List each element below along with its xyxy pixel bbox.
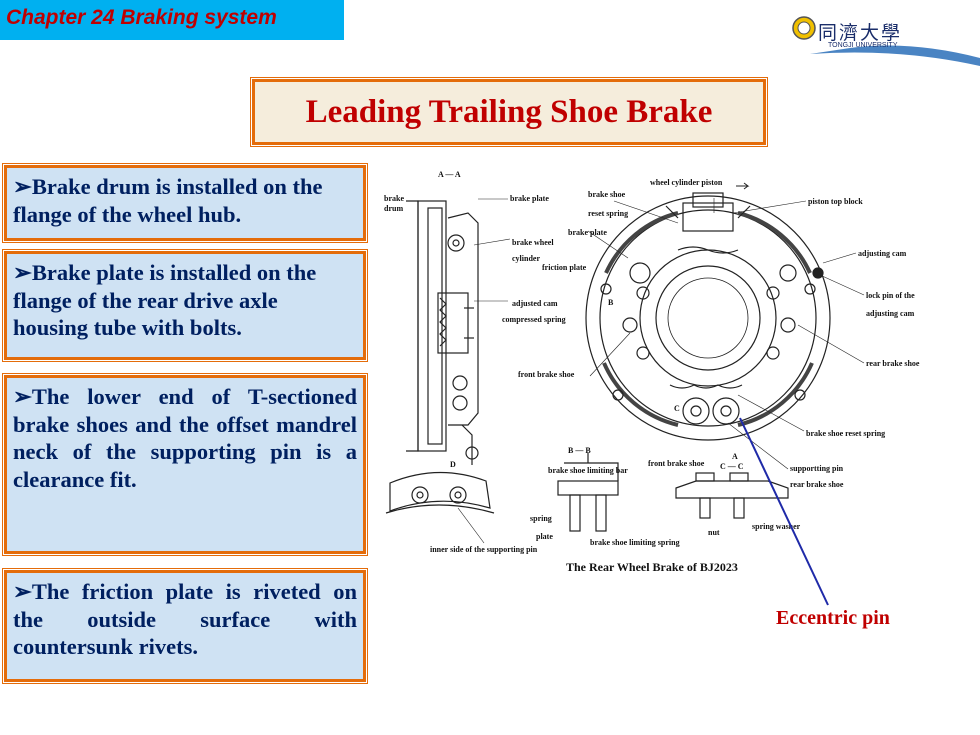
section-d-view <box>385 471 495 514</box>
bullet-text: ➢Brake plate is installed on the flange … <box>13 260 317 341</box>
label-rear-brake-shoe: rear brake shoe <box>866 359 920 368</box>
bullet-text: ➢Brake drum is installed on the flange o… <box>13 174 323 227</box>
eccentric-pin-callout: Eccentric pin <box>776 607 890 629</box>
label-brake-drum: brake <box>384 194 404 203</box>
label-spring: spring <box>530 514 552 523</box>
label-front-brake-shoe: front brake shoe <box>518 370 575 379</box>
label-brake-plate: brake plate <box>510 194 549 203</box>
label-inner-side: inner side of the supporting pin <box>430 545 538 554</box>
section-label-aa: A — A <box>438 170 461 179</box>
label-adjusting-cam: adjusting cam <box>858 249 907 258</box>
section-label-d: D <box>450 460 456 469</box>
section-cc-view <box>675 472 789 519</box>
label-brake-plate: brake plate <box>568 228 607 237</box>
label-reset-spring: reset spring <box>588 209 628 218</box>
label-lock-pin: adjusting cam <box>866 309 915 318</box>
label-supporting-pin: supportting pin <box>790 464 844 473</box>
slide-title: Leading Trailing Shoe Brake <box>305 93 713 130</box>
section-bb-view <box>557 453 619 532</box>
bullet-box-3: ➢The lower end of T-sectioned brake shoe… <box>4 375 366 554</box>
label-brake-shoe-reset-spring: brake shoe reset spring <box>806 429 885 438</box>
section-label-b: B <box>608 298 614 307</box>
bullet-text: ➢The lower end of T-sectioned brake shoe… <box>13 384 357 493</box>
chapter-banner: Chapter 24 Braking system <box>0 0 344 40</box>
section-label-c: C <box>674 404 680 413</box>
label-nut: nut <box>708 528 720 537</box>
label-brake-drum: drum <box>384 204 403 213</box>
label-adjusted-cam: adjusted cam <box>512 299 558 308</box>
label-plate: plate <box>536 532 553 541</box>
label-lock-pin: lock pin of the <box>866 291 915 300</box>
bullet-box-4: ➢The friction plate is riveted on the ou… <box>4 570 366 682</box>
label-spring-washer: spring washer <box>752 522 801 531</box>
label-brake-wheel-cylinder: brake wheel <box>512 238 554 247</box>
logo-text: 同濟大學 <box>818 22 903 44</box>
logo-subtext: TONGJI UNIVERSITY <box>828 42 898 49</box>
title-box: Leading Trailing Shoe Brake <box>252 79 766 145</box>
label-brake-shoe-limiting-spring: brake shoe limiting spring <box>590 538 680 547</box>
front-view <box>585 192 831 441</box>
section-label-bb: B — B <box>568 446 591 455</box>
section-label-cc: C — C <box>720 462 744 471</box>
side-section-view <box>406 200 479 465</box>
label-compressed-spring: compressed spring <box>502 315 566 324</box>
label-cylinder: cylinder <box>512 254 540 263</box>
label-friction-plate: friction plate <box>542 263 587 272</box>
chapter-title: Chapter 24 Braking system <box>6 6 277 29</box>
logo-swoosh <box>810 45 980 66</box>
label-brake-shoe-limiting-bar: brake shoe limiting bar <box>548 466 628 475</box>
label-piston-top-block: piston top block <box>808 197 863 206</box>
label-brake-shoe: brake shoe <box>588 190 626 199</box>
label-front-brake-shoe: front brake shoe <box>648 459 705 468</box>
label-rear-brake-shoe: rear brake shoe <box>790 480 844 489</box>
brake-diagram: A — A brake drum brake plate brake shoe … <box>384 170 920 574</box>
section-label-a: A <box>732 452 738 461</box>
bullet-box-2: ➢Brake plate is installed on the flange … <box>4 251 366 360</box>
bullet-box-1: ➢Brake drum is installed on the flange o… <box>4 165 366 241</box>
figure-caption: The Rear Wheel Brake of BJ2023 <box>566 560 738 574</box>
university-logo <box>792 16 980 66</box>
bullet-text: ➢The friction plate is riveted on the ou… <box>13 579 357 660</box>
label-wheel-cylinder-piston: wheel cylinder piston <box>650 178 723 187</box>
